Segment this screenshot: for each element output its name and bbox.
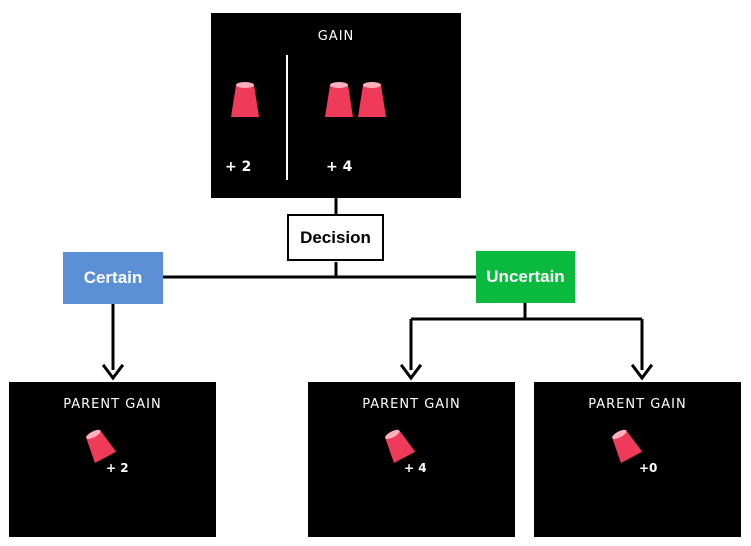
arrow-down-icon [101,363,125,381]
arrow-down-icon [630,363,654,381]
certain-label: Certain [83,268,143,287]
outcome-value: + 2 [106,461,129,475]
gain-title: GAIN [317,29,355,44]
cup-icon [325,82,353,117]
outcome-title: PARENT GAIN [362,397,461,412]
decision-label: Decision [300,227,371,247]
gain-divider [286,55,288,180]
cup-icon [231,82,259,117]
outcome-title: PARENT GAIN [588,397,687,412]
outcome-value: + 4 [404,461,427,475]
outcome-panel-uncertain-lose: PARENT GAIN +0 [534,382,741,537]
outcome-panel-uncertain-win: PARENT GAIN + 4 [308,382,515,537]
gain-left-value: + 2 [225,159,252,175]
cup-icon [86,429,117,463]
outcome-title: PARENT GAIN [63,397,162,412]
outcome-panel-certain: PARENT GAIN + 2 [9,382,216,537]
cup-icon [385,429,416,463]
cup-icon [612,429,643,463]
decision-box: Decision [287,214,384,261]
uncertain-label: Uncertain [486,267,565,286]
gain-panel: GAIN + 2 + 4 [211,13,461,198]
arrow-down-icon [399,363,423,381]
certain-box: Certain [63,252,163,304]
uncertain-box: Uncertain [476,251,575,303]
cup-icon [358,82,386,117]
gain-right-value: + 4 [326,159,353,175]
outcome-value: +0 [639,461,658,475]
